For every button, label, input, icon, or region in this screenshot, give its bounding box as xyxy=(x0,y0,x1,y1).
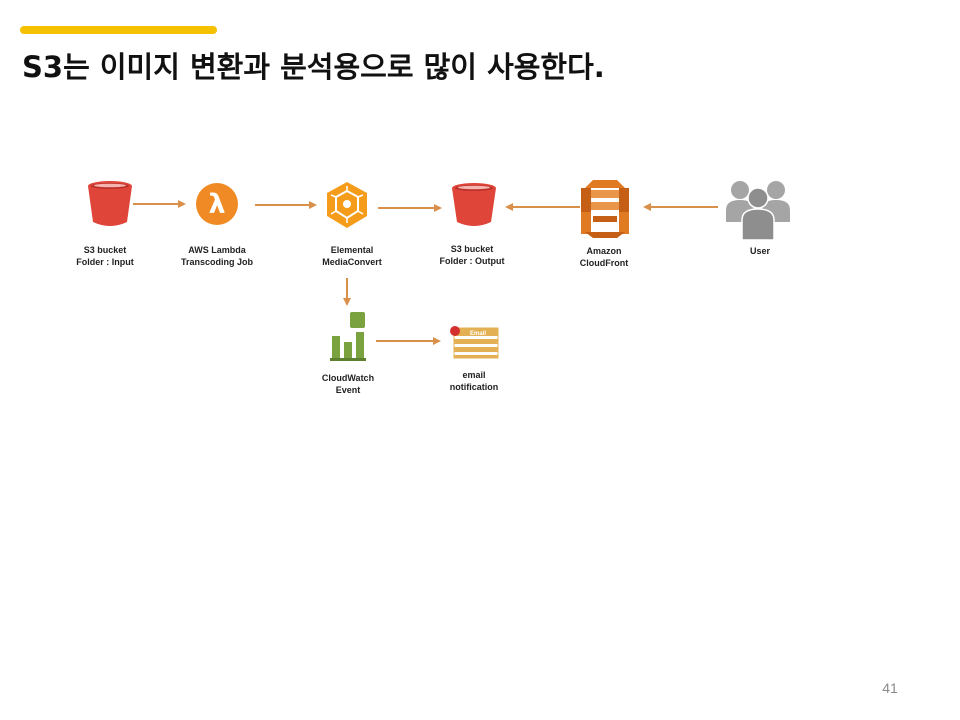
s3-bucket-icon xyxy=(452,183,496,226)
label-line: S3 bucket xyxy=(450,244,494,254)
label-line: Amazon xyxy=(586,246,622,256)
label-line: MediaConvert xyxy=(322,257,382,267)
label-line: Event xyxy=(335,385,361,395)
label-line: Folder : Input xyxy=(76,257,134,267)
label-line: email xyxy=(462,370,486,380)
users-icon xyxy=(726,181,790,241)
edges xyxy=(133,200,718,345)
slide-title: S3는 이미지 변환과 분석용으로 많이 사용한다. xyxy=(22,50,605,84)
label-line: Transcoding Job xyxy=(180,257,253,267)
node-label-mediaconvert: Elemental MediaConvert xyxy=(292,244,412,268)
label-line: notification xyxy=(449,382,499,392)
label-line: CloudWatch xyxy=(321,373,375,383)
node-label-s3-output: S3 bucket Folder : Output xyxy=(412,243,532,267)
mediaconvert-icon xyxy=(327,182,367,228)
node-label-lambda: AWS Lambda Transcoding Job xyxy=(157,244,277,268)
node-label-cloudwatch: CloudWatch Event xyxy=(288,372,408,396)
accent-bar xyxy=(20,26,217,34)
cloudfront-icon xyxy=(581,180,629,238)
page-number: 41 xyxy=(882,680,898,696)
email-icon: Email xyxy=(450,326,499,359)
s3-bucket-icon xyxy=(88,181,132,226)
svg-text:λ: λ xyxy=(208,189,225,220)
label-line: S3 bucket xyxy=(83,245,127,255)
node-label-s3-input: S3 bucket Folder : Input xyxy=(45,244,165,268)
cloudwatch-icon xyxy=(330,312,366,361)
node-label-email: email notification xyxy=(414,369,534,393)
label-line: User xyxy=(749,246,770,256)
node-label-user: User xyxy=(700,245,820,257)
email-badge-text: Email xyxy=(470,331,486,337)
lambda-icon: λ xyxy=(196,183,238,225)
label-line: CloudFront xyxy=(579,258,629,268)
label-line: Elemental xyxy=(330,245,374,255)
node-label-cloudfront: Amazon CloudFront xyxy=(544,245,664,269)
label-line: AWS Lambda xyxy=(188,245,246,255)
label-line: Folder : Output xyxy=(439,256,505,266)
